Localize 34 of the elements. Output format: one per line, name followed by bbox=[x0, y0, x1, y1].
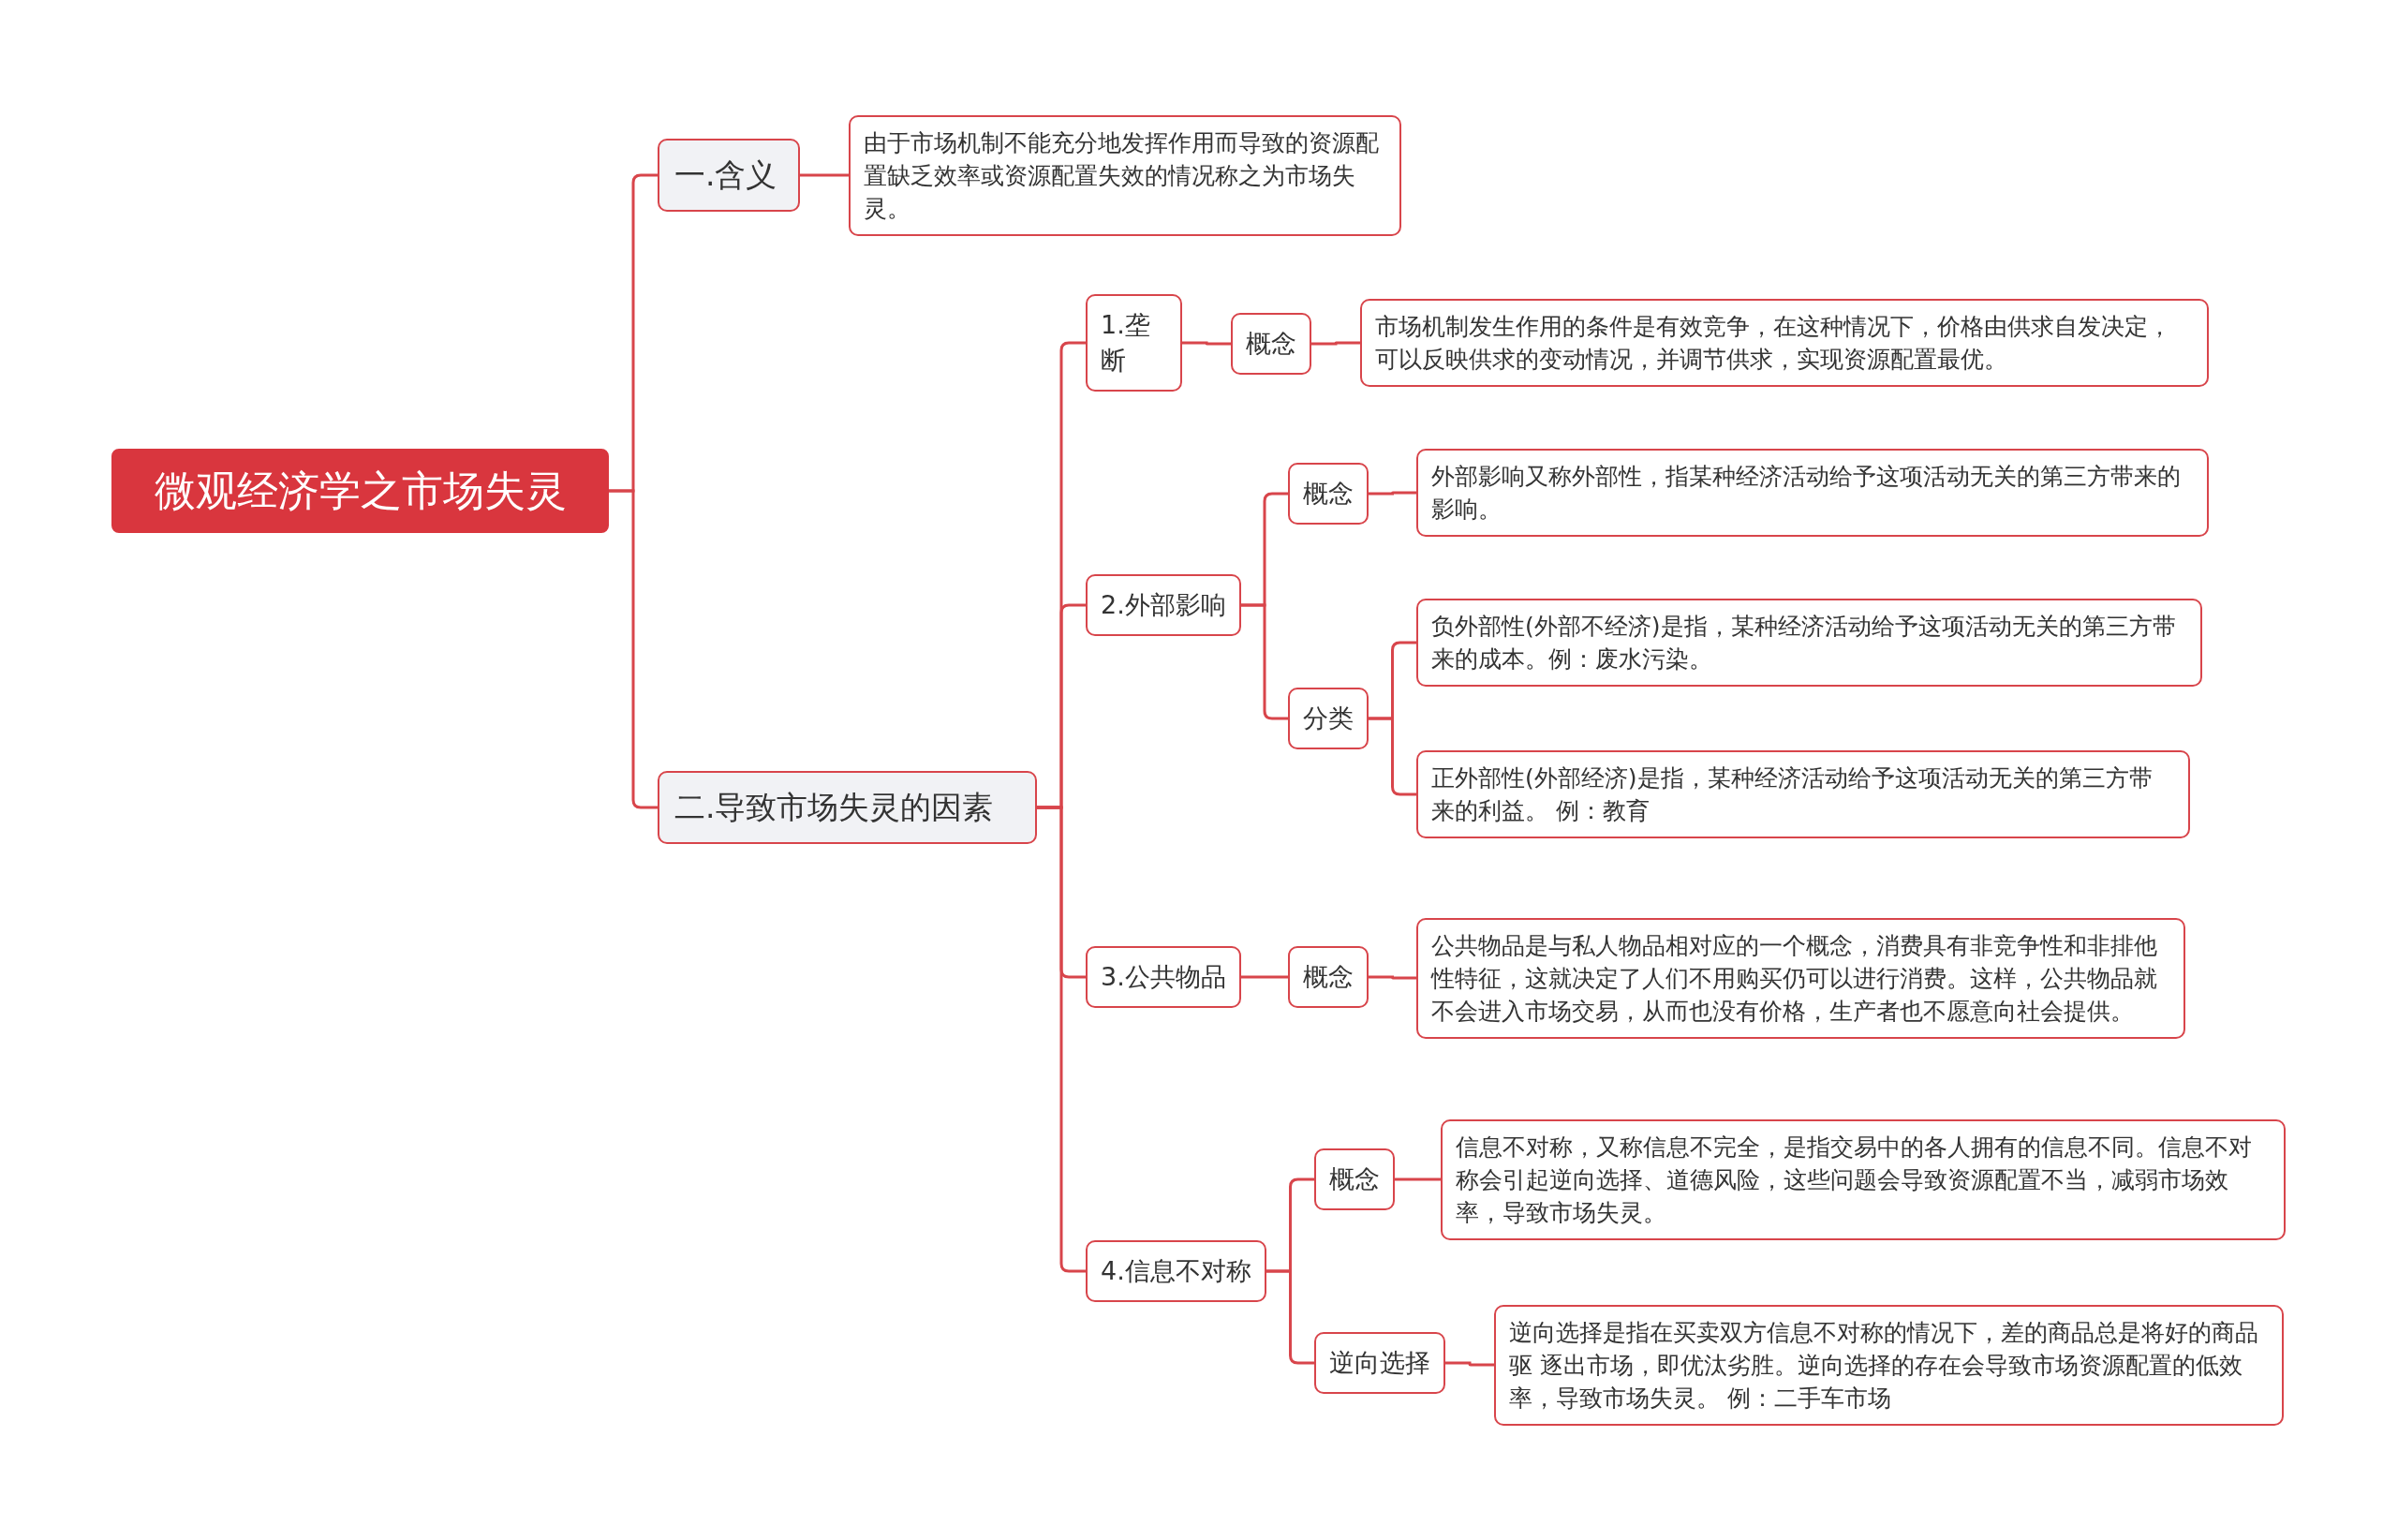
subtopic: 概念 bbox=[1288, 463, 1369, 525]
connector-line bbox=[1182, 341, 1231, 346]
connector-line bbox=[1266, 1269, 1314, 1365]
subtopic: 逆向选择 bbox=[1314, 1332, 1445, 1394]
connector-line bbox=[1395, 1177, 1441, 1181]
subtopic: 4.信息不对称 bbox=[1086, 1240, 1266, 1302]
subtopic: 概念 bbox=[1288, 946, 1369, 1008]
description-card: 由于市场机制不能充分地发挥作用而导致的资源配置缺乏效率或资源配置失效的情况称之为市场失灵。 bbox=[849, 114, 1401, 236]
description-card: 外部影响又称外部性，指某种经济活动给予这项活动无关的第三方带来的影响。 bbox=[1416, 449, 2209, 537]
connector-line bbox=[609, 489, 658, 809]
subtopic: 2.外部影响 bbox=[1086, 574, 1241, 636]
description-card: 正外部性(外部经济)是指，某种经济活动给予这项活动无关的第三方带来的利益。 例：教育 bbox=[1416, 750, 2190, 838]
connector-line bbox=[1369, 975, 1416, 980]
connector-line bbox=[1241, 975, 1288, 979]
root-topic: 微观经济学之市场失灵 bbox=[111, 449, 609, 533]
connector-line bbox=[1311, 341, 1360, 346]
branch-topic: 一.含义 bbox=[658, 139, 800, 213]
subtopic: 概念 bbox=[1231, 313, 1311, 375]
branch-topic: 二.导致市场失灵的因素 bbox=[658, 771, 1037, 845]
connector-line bbox=[1369, 717, 1416, 796]
connector-line bbox=[1445, 1361, 1494, 1367]
connector-line bbox=[1369, 491, 1416, 496]
description-card: 公共物品是与私人物品相对应的一个概念，消费具有非竞争性和非排他性特征，这就决定了人们不用购买仍可以进行消费。这样，公共物品就不会进入市场交易，从而也没有价格，生产者也不愿意向社会提供。 bbox=[1416, 917, 2185, 1039]
description-card: 负外部性(外部不经济)是指，某种经济活动给予这项活动无关的第三方带来的成本。例：废水污染。 bbox=[1416, 599, 2202, 687]
subtopic: 1.垄断 bbox=[1086, 294, 1182, 392]
subtopic: 分类 bbox=[1288, 688, 1369, 749]
description-card: 信息不对称，又称信息不完全，是指交易中的各人拥有的信息不同。信息不对称会引起逆向选择、道德风险，这些问题会导致资源配置不当，减弱市场效率，导致市场失灵。 bbox=[1441, 1118, 2286, 1240]
description-card: 市场机制发生作用的条件是有效竞争，在这种情况下，价格由供求自发决定，可以反映供求的变动情况，并调节供求，实现资源配置最优。 bbox=[1360, 299, 2209, 387]
connector-line bbox=[1241, 603, 1288, 720]
connector-line bbox=[800, 173, 849, 177]
connector-line bbox=[1037, 806, 1086, 1273]
subtopic: 3.公共物品 bbox=[1086, 946, 1241, 1008]
subtopic: 概念 bbox=[1314, 1148, 1395, 1210]
description-card: 逆向选择是指在买卖双方信息不对称的情况下，差的商品总是将好的商品驱 逐出市场，即优汰劣胜。逆向选择的存在会导致市场资源配置的低效率，导致市场失灵。 例：二手车市场 bbox=[1494, 1304, 2284, 1426]
